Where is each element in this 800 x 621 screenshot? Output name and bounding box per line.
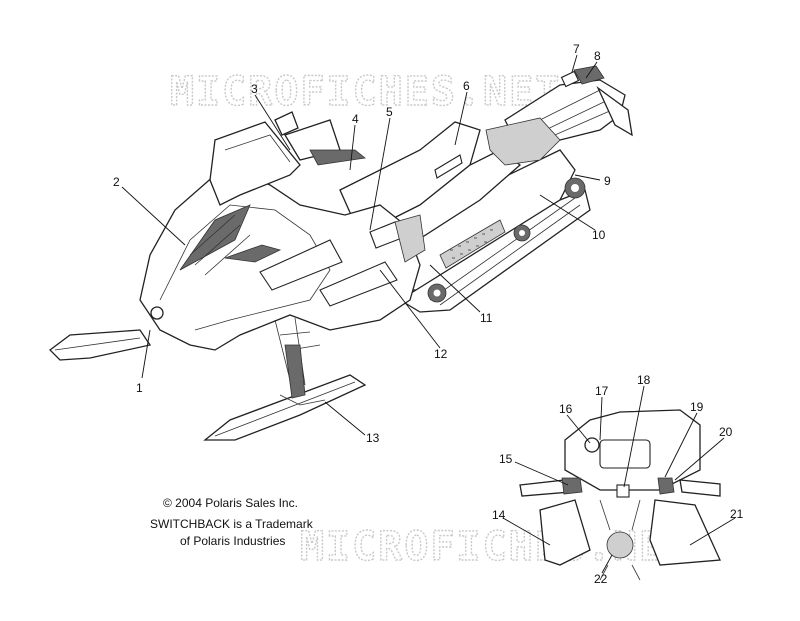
- callout-6: 6: [463, 79, 470, 93]
- callout-2: 2: [113, 175, 120, 189]
- callout-20: 20: [719, 425, 733, 439]
- callout-22: 22: [594, 572, 608, 586]
- callout-1: 1: [136, 381, 143, 395]
- snowmobile-illustration: [49, 65, 633, 441]
- callout-3: 3: [251, 82, 258, 96]
- callout-18: 18: [637, 373, 651, 387]
- callout-10: 10: [592, 228, 606, 242]
- callout-17: 17: [595, 384, 609, 398]
- callout-11: 11: [480, 311, 493, 325]
- callout-4: 4: [352, 112, 359, 126]
- side-panel-decal: [319, 261, 398, 307]
- callout-15: 15: [499, 452, 513, 466]
- callout-21: 21: [730, 507, 744, 521]
- callout-9: 9: [604, 174, 611, 188]
- callout-13: 13: [366, 431, 380, 445]
- callout-14: 14: [492, 508, 506, 522]
- copyright-note: © 2004 Polaris Sales Inc.: [163, 496, 298, 510]
- callout-16: 16: [559, 402, 573, 416]
- callout-19: 19: [690, 400, 704, 414]
- callout-5: 5: [386, 105, 393, 119]
- trademark-note-line2: of Polaris Industries: [180, 534, 285, 548]
- watermark-top: MICROFICHES.NET: [170, 69, 561, 115]
- callout-labels: 1 2 3 4 5 6 7 8 9 10 11 12 13 14 15 16 1…: [113, 42, 744, 586]
- callout-12: 12: [434, 347, 448, 361]
- callout-8: 8: [594, 49, 601, 63]
- console-inset-illustration: [519, 409, 721, 581]
- trademark-note-line1: SWITCHBACK is a Trademark: [150, 517, 314, 531]
- hood-decal: [259, 239, 343, 291]
- callout-7: 7: [573, 42, 580, 56]
- leader-lines: [121, 54, 736, 574]
